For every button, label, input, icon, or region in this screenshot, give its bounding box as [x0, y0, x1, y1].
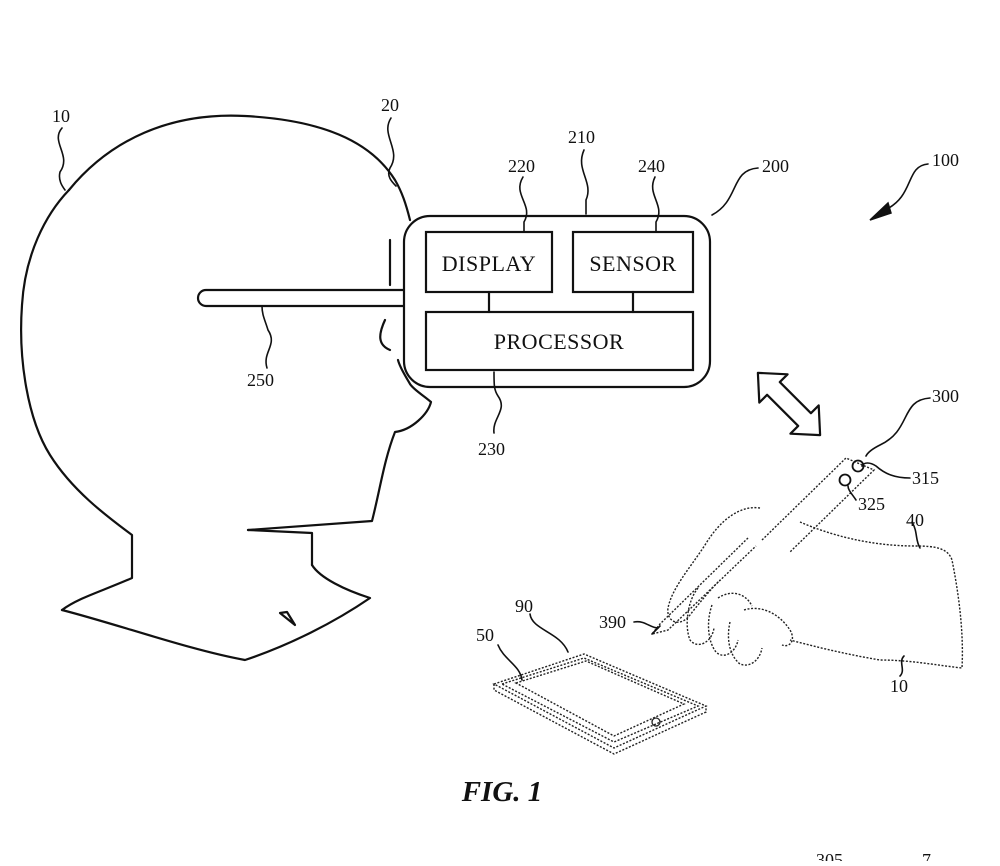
- ref-surface: 90: [515, 596, 533, 616]
- tablet-50: [492, 653, 708, 755]
- bidirectional-arrow-icon: [756, 371, 822, 437]
- display-block: [424, 230, 554, 294]
- ref-stylus-tip: 390: [599, 612, 626, 632]
- ref-hand-user: 10: [890, 676, 908, 696]
- figure-caption: FIG. 1: [461, 776, 543, 808]
- sensor-block: [571, 230, 695, 294]
- processor-label: PROCESSOR: [494, 329, 624, 354]
- ref-display: 220: [508, 156, 535, 176]
- ref-user: 10: [52, 106, 70, 126]
- stylus-button-315: [851, 459, 865, 473]
- ref-system: 100: [932, 150, 959, 170]
- display-label: DISPLAY: [442, 251, 536, 276]
- hmd-device-200: DISPLAY SENSOR PROCESSOR: [402, 214, 712, 389]
- ref-bus: 210: [568, 127, 595, 147]
- ref-cropped-a: 305: [816, 850, 843, 861]
- ref-processor: 230: [478, 439, 505, 459]
- stylus-300: [650, 457, 876, 636]
- ref-button-b: 325: [858, 494, 885, 514]
- ref-hand: 40: [906, 510, 924, 530]
- ref-hmd: 20: [381, 95, 399, 115]
- leader-lines: [57, 117, 931, 681]
- ref-device: 200: [762, 156, 789, 176]
- hand-outline: [667, 506, 964, 669]
- ref-button-a: 315: [912, 468, 939, 488]
- stylus-button-325: [838, 473, 852, 487]
- ref-stylus: 300: [932, 386, 959, 406]
- user-head-outline: [20, 114, 433, 662]
- system-arrow-100: [869, 163, 929, 221]
- processor-block: [424, 310, 695, 372]
- ref-tablet: 50: [476, 625, 494, 645]
- ref-cropped-b: 7: [922, 850, 931, 861]
- sensor-label: SENSOR: [589, 251, 676, 276]
- ref-strap: 250: [247, 370, 274, 390]
- ref-sensor: 240: [638, 156, 665, 176]
- reference-numerals: 10 20 100 200 210 220 240 250 230 300 31…: [52, 95, 959, 866]
- head-strap: [196, 288, 406, 308]
